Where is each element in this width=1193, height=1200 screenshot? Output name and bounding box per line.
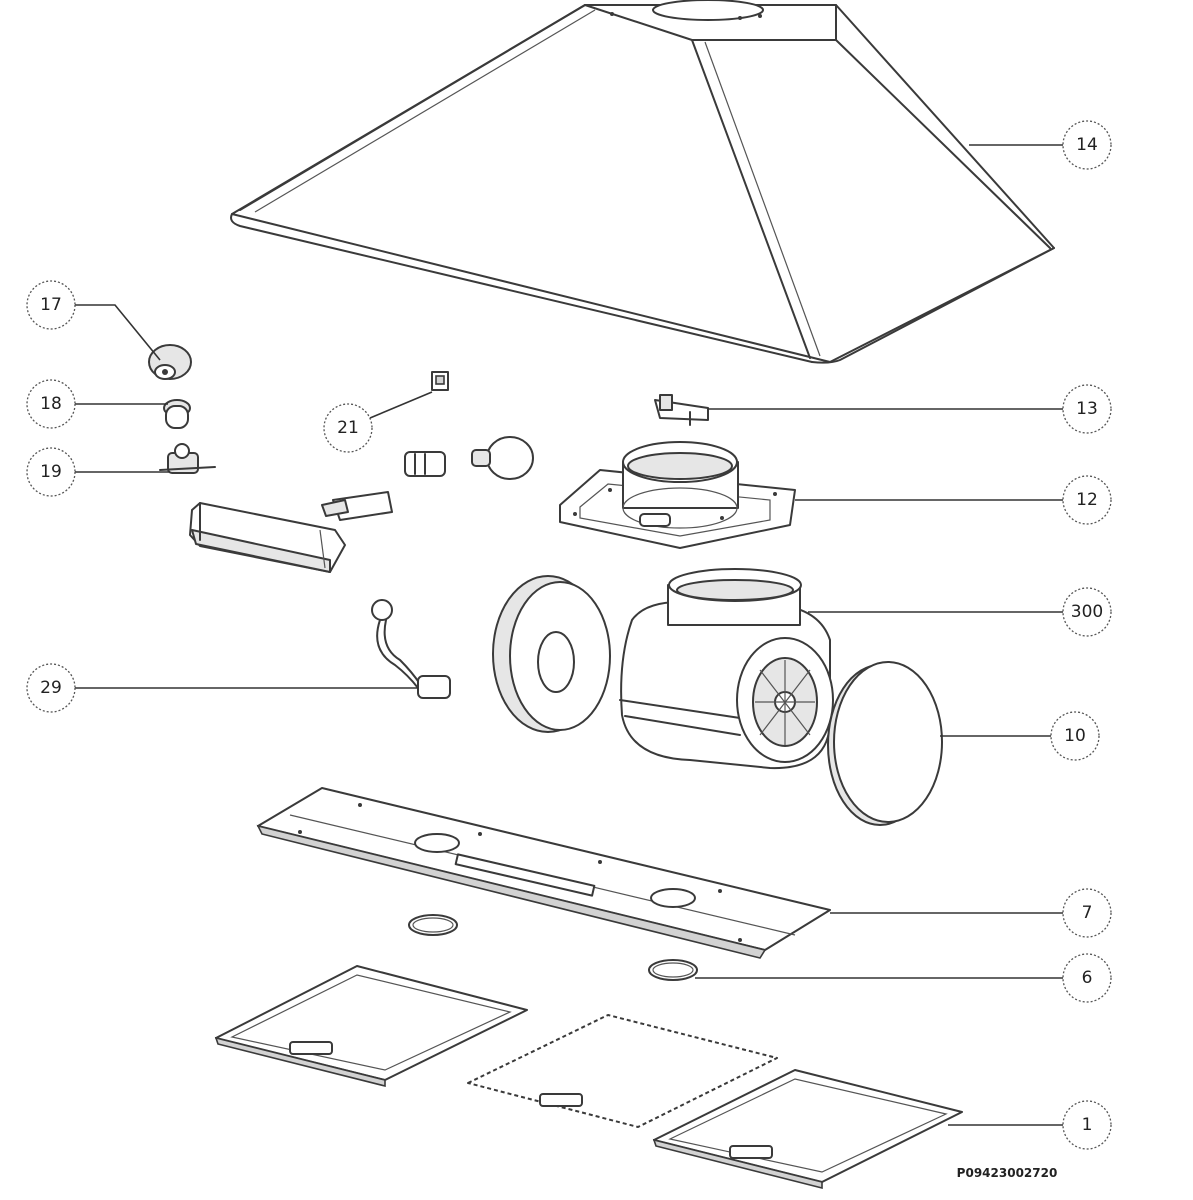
svg-text:300: 300 [1071,602,1103,622]
left-carbon-filter [492,575,611,733]
svg-text:21: 21 [337,418,359,438]
callout-14: 14 [1062,120,1112,170]
callout-12: 12 [1062,475,1112,525]
part-300-blower-motor [619,568,834,770]
callout-17: 17 [26,280,76,330]
callout-18: 18 [26,379,76,429]
svg-text:1: 1 [1082,1115,1093,1135]
svg-text:18: 18 [40,394,62,414]
part-17-control-knob [148,344,192,380]
part-13-bracket [654,394,709,426]
callout-13: 13 [1062,384,1112,434]
svg-text:29: 29 [40,678,62,698]
part-29-wiring-capacitor [371,599,451,699]
svg-text:6: 6 [1082,968,1093,988]
part-21-clip [431,371,449,391]
part-12-adapter-plate [559,441,796,549]
lamp-holder [404,451,446,477]
part-18-small-knob [163,399,191,429]
svg-text:13: 13 [1076,399,1098,419]
svg-text:14: 14 [1076,135,1098,155]
part-1-grease-filters [214,965,963,1190]
callout-7: 7 [1062,888,1112,938]
svg-text:19: 19 [40,462,62,482]
part-14-hood-canopy [230,0,1055,364]
callout-300: 300 [1062,587,1112,637]
part-6-sealing-rings [408,914,698,981]
callout-1: 1 [1062,1100,1112,1150]
light-bulb [471,436,534,480]
svg-text:10: 10 [1064,726,1086,746]
callout-21: 21 [323,403,373,453]
callout-19: 19 [26,447,76,497]
part-10-right-carbon-filter [827,661,943,826]
svg-text:12: 12 [1076,490,1098,510]
part-19-switch [159,443,216,474]
svg-text:17: 17 [40,295,62,315]
leader-lines [75,144,1063,1126]
callout-10: 10 [1050,711,1100,761]
microswitch [321,491,393,521]
callout-6: 6 [1062,953,1112,1003]
control-panel-housing [189,502,346,573]
drawing-code: P09423002720 [957,1166,1058,1180]
part-7-mounting-plate [256,787,831,959]
callout-29: 29 [26,663,76,713]
svg-text:7: 7 [1082,903,1093,923]
